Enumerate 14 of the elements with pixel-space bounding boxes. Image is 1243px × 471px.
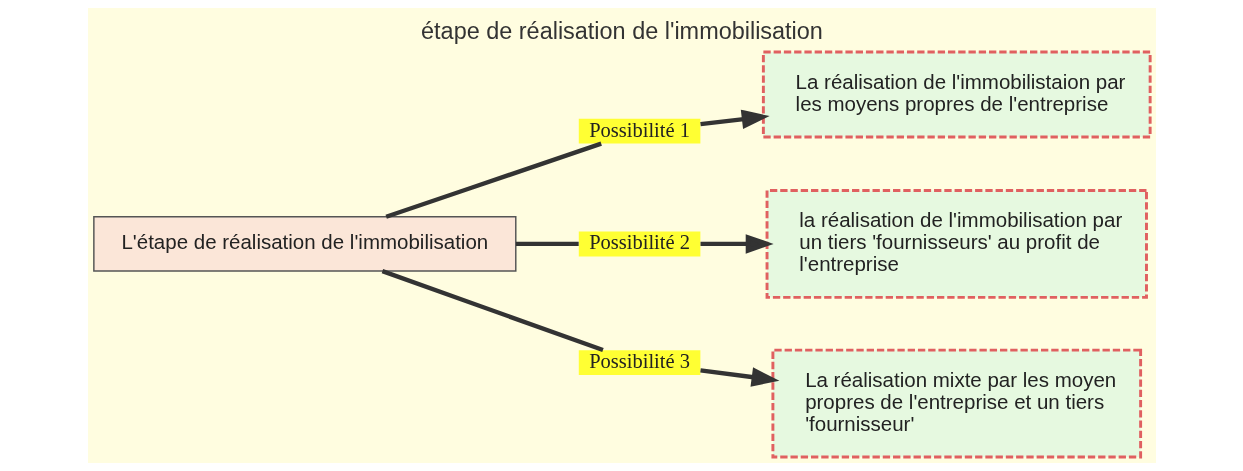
node-box: Possibilité 2 <box>578 231 700 257</box>
node-box: Possibilité 3 <box>578 350 700 376</box>
arrow <box>700 234 774 254</box>
arrow <box>699 109 770 130</box>
node-box: La réalisation de l'immobilistaion par les moyens propres de l'entreprise <box>761 50 1152 139</box>
connector <box>515 241 579 247</box>
connector <box>385 141 602 219</box>
arrow <box>699 367 779 387</box>
node-box: L'étape de réalisation de l'immobilisation <box>92 216 517 272</box>
diagram-title: étape de réalisation de l'immobilisation <box>420 17 823 44</box>
node-box: Possibilité 1 <box>578 118 700 144</box>
node-box: La réalisation mixte par les moyen propres de l'entreprise et un tiers 'fournisseur' <box>770 348 1142 459</box>
connector <box>381 269 604 353</box>
node-box: la réalisation de l'immobilisation par un tiers 'fournisseurs' au profit de l'entreprise <box>765 189 1148 299</box>
